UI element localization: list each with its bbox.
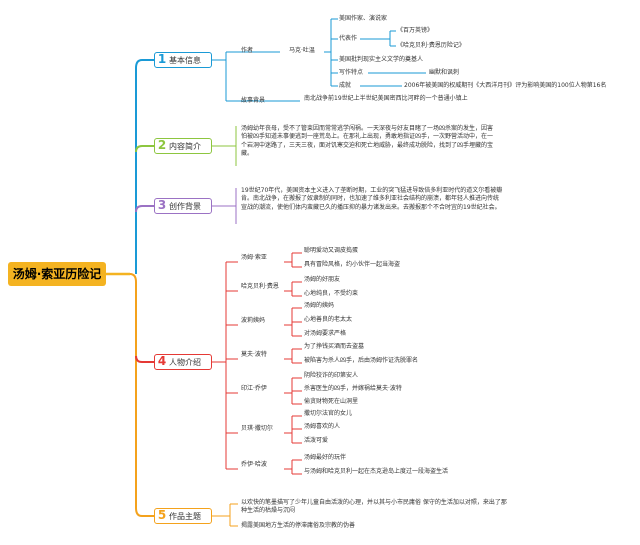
connector-line [135, 507, 154, 517]
background-label: 故事背景 [241, 97, 266, 104]
character-trait: 汤姆喜欢的人 [304, 423, 341, 430]
connector-line [212, 126, 237, 166]
theme-text-2: 揭露美国地方生活的停滞庸俗及宗教的伪善 [241, 522, 356, 529]
character-name: 莫夫·波特 [241, 351, 267, 358]
background-text: 19世纪70年代，美国资本主义进入了垄断时期，工业的突飞猛进导致倍多利亚时代的道… [241, 187, 503, 211]
style-value: 幽默和讽刺 [429, 69, 460, 76]
character-trait: 汤姆最好的玩伴 [304, 454, 347, 461]
achievement-label: 成就 [339, 82, 352, 89]
character-trait: 被陷害为杀人凶手，后由汤姆作证洗脱罪名 [304, 357, 419, 364]
character-trait: 汤姆的好朋友 [304, 276, 341, 283]
character-trait: 撒切尔法官的女儿 [304, 410, 353, 417]
style-label: 写作特点 [339, 69, 364, 76]
connector-line [212, 503, 238, 527]
section-title: 基本信息 [169, 56, 201, 65]
character-name: 波莉姨妈 [241, 317, 266, 324]
section-title: 人物介绍 [169, 358, 201, 367]
root-node[interactable]: 汤姆·索亚历险记 [8, 262, 106, 286]
section-number: 2 [157, 138, 167, 152]
character-trait: 心地纯良，不受约束 [304, 290, 359, 297]
character-trait: 心地善良的老太太 [304, 316, 353, 323]
connector-line [135, 145, 154, 153]
section-number: 5 [157, 508, 167, 522]
character-trait: 聪明爱动又调皮捣蛋 [304, 247, 359, 254]
character-trait: 具有冒险风格，约小伙伴一起当海盗 [304, 261, 401, 268]
character-trait: 活泼可爱 [304, 437, 329, 444]
rep-work-1: 《百万英镑》 [397, 27, 434, 34]
section-title: 作品主题 [169, 512, 201, 521]
character-trait: 偷贪财物死在山洞里 [304, 398, 359, 405]
character-trait: 对汤姆要求严格 [304, 330, 347, 337]
connector-line [212, 262, 227, 469]
section-number: 4 [157, 354, 167, 368]
connector-line [360, 30, 396, 47]
section-title: 创作背景 [169, 202, 201, 211]
author-detail-3: 美国批判现实主义文学的奠基人 [339, 56, 424, 63]
background-value: 南北战争前19世纪上半世纪美国密西比河畔的一个普通小镇上 [304, 95, 468, 102]
character-name: 乔伊·哈波 [241, 461, 267, 468]
character-name: 贝琪·撒切尔 [241, 425, 273, 432]
connector-line [212, 188, 237, 224]
summary-text: 汤姆幼年丧母，受不了管束因而常常逃学闯祸。一天深夜与好友目睹了一场凶杀案的发生，… [241, 125, 494, 158]
character-name: 哈克贝利·费恩 [241, 283, 279, 290]
author-label: 作者 [241, 47, 254, 54]
connector-line [135, 205, 154, 213]
character-trait: 阴险狡诈的印第安人 [304, 372, 359, 379]
section-number: 3 [157, 198, 167, 212]
author-name: 马克·吐温 [289, 47, 315, 54]
author-detail-1: 美国作家、演说家 [339, 15, 388, 22]
character-trait: 杀害医生的凶手，并嫁祸给莫夫·波特 [304, 385, 402, 392]
achievement-value: 2006年被美国的权威期刊《大西洋月刊》评为影响美国的100位人物第16名 [404, 82, 607, 89]
character-name: 汤姆·索亚 [241, 254, 267, 261]
character-trait: 汤姆的姨妈 [304, 302, 335, 309]
section-number: 1 [157, 52, 167, 66]
character-name: 印江·乔伊 [241, 385, 267, 392]
character-trait: 与汤姆和哈克贝利一起在杰克逊岛上度过一段海盗生活 [304, 468, 449, 475]
character-trait: 为了挣钱买酒而去盗墓 [304, 343, 365, 350]
rep-label: 代表作 [339, 35, 358, 42]
section-title: 内容简介 [169, 142, 201, 151]
connector-line [135, 59, 154, 69]
connector-line [129, 273, 137, 508]
connector-line [135, 355, 154, 363]
rep-work-2: 《哈克贝利·费恩历险记》 [397, 42, 465, 49]
theme-text-1: 以欢快的笔墨描写了少年儿童自由活泼的心理，并以其与小市民庸俗 保守的生活加以对照… [241, 499, 507, 515]
